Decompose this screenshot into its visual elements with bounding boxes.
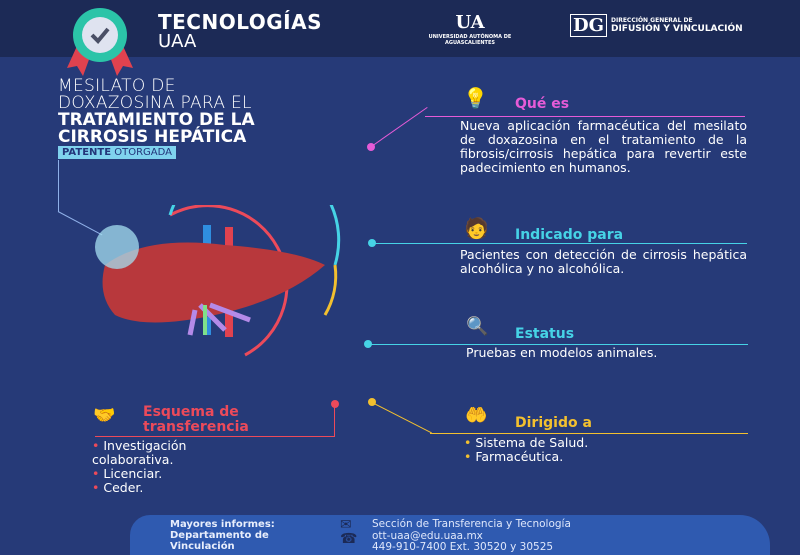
footer-band bbox=[130, 515, 770, 555]
contact-icons: ✉☎ bbox=[340, 517, 358, 547]
office-name: Sección de Transferencia y Tecnología bbox=[372, 518, 571, 530]
indicado-text: Pacientes con detección de cirrosis hepá… bbox=[460, 247, 747, 276]
patent-badge: PATENTE OTORGADA bbox=[58, 146, 177, 159]
esquema-list: • Investigación colaborativa. • Licencia… bbox=[92, 438, 187, 495]
certificate-badge-icon bbox=[67, 8, 133, 76]
lightbulb-brain-icon: 💡 bbox=[463, 86, 488, 110]
phone-number: 449-910-7400 Ext. 30520 y 30525 bbox=[372, 541, 554, 553]
footer-label: Mayores informes: Departamento de Vincul… bbox=[170, 519, 275, 552]
brand-title: TECNOLOGÍAS bbox=[158, 10, 322, 34]
que-es-text: Nueva aplicación farmacéutica del mesila… bbox=[460, 118, 747, 175]
estatus-title: Estatus bbox=[515, 326, 575, 342]
handshake-icon: 🤝 bbox=[93, 405, 116, 426]
footer-contact: Sección de Transferencia y Tecnología ot… bbox=[372, 518, 571, 554]
dirigido-title: Dirigido a bbox=[515, 415, 592, 431]
email-link[interactable]: ott-uaa@edu.uaa.mx bbox=[372, 529, 483, 542]
esquema-title: Esquema de transferencia bbox=[143, 404, 249, 435]
dirigido-list: • Sistema de Salud. • Farmacéutica. bbox=[464, 435, 589, 464]
estatus-text: Pruebas en modelos animales. bbox=[466, 345, 658, 360]
header bbox=[0, 0, 800, 57]
que-es-title: Qué es bbox=[515, 96, 570, 112]
hand-plus-icon: 🤲 bbox=[465, 405, 488, 426]
liver-illustration bbox=[95, 205, 341, 357]
magnifier-icon: 🔍 bbox=[466, 316, 489, 337]
indicado-title: Indicado para bbox=[515, 227, 624, 243]
patient-icon: 🧑 bbox=[464, 216, 489, 240]
brand-subtitle: UAA bbox=[158, 31, 197, 52]
